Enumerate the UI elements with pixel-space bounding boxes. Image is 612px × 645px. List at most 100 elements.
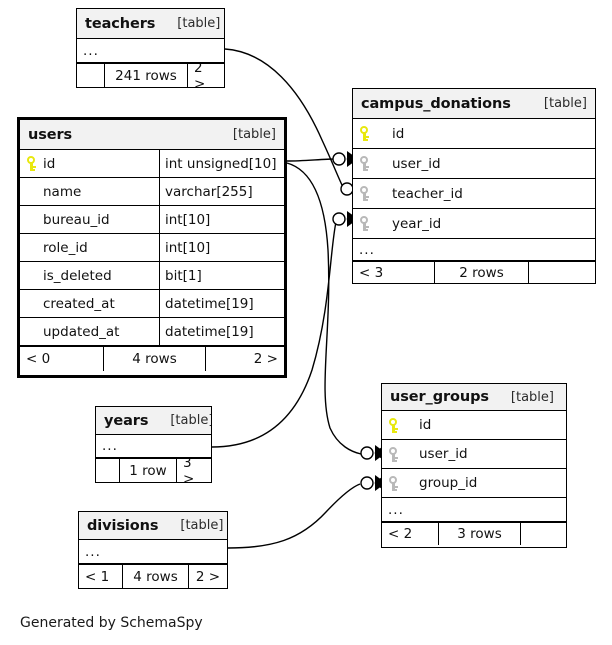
table-user-groups[interactable]: user_groups [table] id user_id group_id … [381,383,567,548]
column-label: role_id [43,239,88,256]
column-label: created_at [43,295,115,312]
foreign-key-icon [388,446,399,462]
table-campus-donations[interactable]: campus_donations [table] id user_id teac… [352,88,596,284]
table-campus-donations-header: campus_donations [table] [353,89,595,119]
column-label: user_id [392,155,441,172]
generated-by-note: Generated by SchemaSpy [20,615,203,631]
no-key-spacer [26,184,37,199]
table-years[interactable]: years [table] ... 1 row 3 > [95,406,212,483]
table-row[interactable]: bureau_id int[10] [20,206,284,234]
table-teachers-header: teachers [table] [77,9,224,39]
table-row[interactable]: name varchar[255] [20,178,284,206]
edge-users-to-user-groups-user-id [286,162,362,455]
foreign-key-icon [388,475,399,491]
table-campus-donations-title: campus_donations [361,95,511,112]
column-name-cell: created_at [20,290,159,317]
table-users[interactable]: users [table] id int unsigned[10] name v… [17,117,287,378]
table-users-header: users [table] [20,120,284,150]
table-divisions-tag: [table] [180,518,224,533]
table-users-footer: < 0 4 rows 2 > [20,346,284,371]
column-label: name [43,183,82,200]
column-name-cell: id [382,411,566,439]
table-divisions-next-link[interactable]: 2 > [195,568,221,585]
table-user-groups-next-link[interactable] [521,523,566,545]
table-years-next-link[interactable]: 3 > [183,459,195,482]
table-years-tag: [table] [170,413,212,428]
column-type: datetime[19] [159,318,284,345]
table-divisions-prev-link[interactable]: < 1 [79,565,123,588]
table-divisions-footer: < 1 4 rows 2 > [79,564,227,588]
table-campus-donations-prev-link[interactable]: < 3 [353,262,435,283]
table-campus-donations-tag: [table] [543,96,587,111]
table-row[interactable]: user_id [382,440,566,469]
table-user-groups-tag: [table] [510,389,554,405]
column-label: group_id [419,475,478,491]
table-years-title: years [104,412,149,429]
column-name-cell: name [20,178,159,205]
table-row[interactable]: updated_at datetime[19] [20,318,284,346]
no-key-spacer [26,268,37,283]
column-label: is_deleted [43,267,112,284]
table-campus-donations-columns-collapsed[interactable]: ... [353,239,595,261]
table-user-groups-columns-collapsed[interactable]: ... [382,498,566,522]
table-user-groups-title: user_groups [390,389,489,405]
table-users-row-count: 4 rows [104,347,206,371]
table-row[interactable]: role_id int[10] [20,234,284,262]
column-label: id [419,417,432,433]
table-teachers-columns-collapsed[interactable]: ... [77,39,224,63]
column-label: id [392,125,405,142]
table-divisions-header: divisions [table] [79,512,227,540]
table-years-footer-left[interactable] [96,459,120,482]
column-name-cell: teacher_id [353,179,595,208]
table-row[interactable]: is_deleted bit[1] [20,262,284,290]
column-type: bit[1] [159,262,284,289]
table-teachers-footer: 241 rows 2 > [77,63,224,87]
no-key-spacer [26,324,37,339]
table-teachers-footer-left[interactable] [77,64,105,87]
table-divisions-ellipsis: ... [85,543,101,560]
table-divisions-row-count: 4 rows [123,565,189,588]
table-campus-donations-footer: < 3 2 rows [353,261,595,283]
table-row[interactable]: year_id [353,209,595,239]
column-name-cell: is_deleted [20,262,159,289]
table-row[interactable]: id [353,119,595,149]
column-name-cell: id [353,119,595,148]
table-row[interactable]: created_at datetime[19] [20,290,284,318]
no-key-spacer [26,212,37,227]
column-name-cell: user_id [382,440,566,468]
table-years-ellipsis: ... [102,438,118,454]
table-row[interactable]: id int unsigned[10] [20,150,284,178]
no-key-spacer [26,240,37,255]
foreign-key-icon [359,156,370,171]
edge-users-to-campus-donations-user-id [286,158,337,162]
column-label: user_id [419,446,468,462]
table-teachers[interactable]: teachers [table] ... 241 rows 2 > [76,8,225,88]
column-type: int[10] [159,234,284,261]
table-users-prev-link[interactable]: < 0 [20,347,104,371]
column-name-cell: bureau_id [20,206,159,233]
foreign-key-icon [359,216,370,231]
table-row[interactable]: user_id [353,149,595,179]
table-divisions[interactable]: divisions [table] ... < 1 4 rows 2 > [78,511,228,589]
table-divisions-title: divisions [87,517,159,534]
table-row[interactable]: teacher_id [353,179,595,209]
table-users-next-link[interactable]: 2 > [253,351,278,367]
table-years-footer: 1 row 3 > [96,458,211,482]
column-name-cell: user_id [353,149,595,178]
table-campus-donations-next-link[interactable] [529,262,595,283]
table-campus-donations-row-count: 2 rows [435,262,529,283]
column-type: varchar[255] [159,178,284,205]
table-user-groups-header: user_groups [table] [382,384,566,411]
edge-divisions-to-user-groups-group-id [227,483,361,549]
table-users-title: users [28,126,73,143]
table-teachers-footer-right[interactable]: 2 > [194,64,206,87]
table-user-groups-ellipsis: ... [388,501,404,518]
table-user-groups-prev-link[interactable]: < 2 [382,523,439,545]
column-label: year_id [392,215,442,232]
table-years-columns-collapsed[interactable]: ... [96,435,211,458]
column-type: int unsigned[10] [159,150,284,177]
table-row[interactable]: group_id [382,469,566,498]
table-divisions-columns-collapsed[interactable]: ... [79,540,227,564]
column-label: updated_at [43,323,120,340]
table-row[interactable]: id [382,411,566,440]
